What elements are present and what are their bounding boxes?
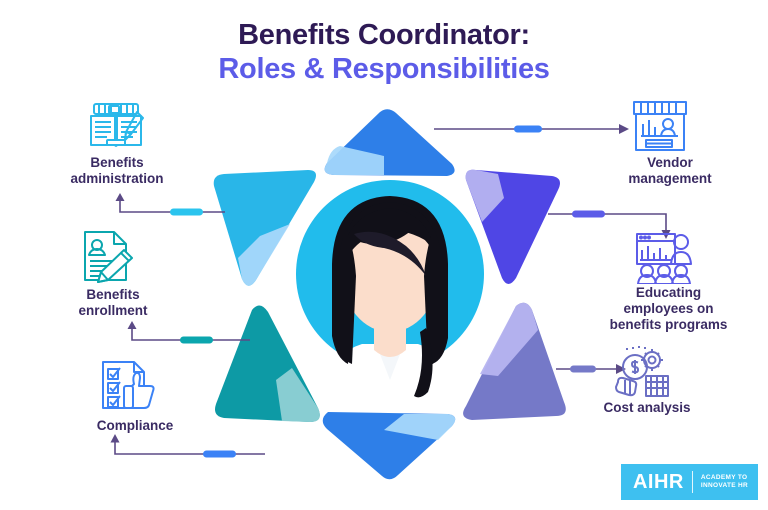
checklist-thumbs-up-icon [102,361,155,409]
label-line: Cost analysis [603,400,691,415]
aihr-logo[interactable]: AIHR ACADEMY TO INNOVATE HR [620,464,758,500]
compliance-icon-wrap [98,358,160,419]
triangle-lower-left [215,305,320,422]
label-line: enrollment [78,303,148,318]
connector-benefits-administration [115,193,225,216]
title-line-2: Roles & Responsibilities [218,53,550,85]
cost-analysis-label: Cost analysis [582,400,712,416]
logo-tagline: ACADEMY TO INNOVATE HR [701,474,748,491]
logo-wordmark: AIHR [632,471,684,493]
money-gear-coins-icon [615,346,669,397]
label-line: Educating [635,285,702,300]
avatar [284,168,496,403]
storefront-icon [633,101,687,151]
logo-tagline-line-2: INNOVATE HR [700,482,748,489]
compliance-label: Compliance [70,418,200,434]
educating-employees-icon-wrap [633,230,695,289]
label-line: Vendor [647,155,693,170]
benefits-administration-label: Benefits administration [42,155,192,187]
connector-benefits-enrollment [127,321,250,344]
benefits-administration-icon-wrap [85,100,147,157]
page-title: Benefits Coordinator: Roles & Responsibi… [0,18,768,86]
connector-compliance [110,434,265,458]
vendor-management-icon-wrap [632,98,688,157]
label-line: Benefits [86,287,140,302]
label-line: employees on [623,301,714,316]
triangle-bottom [322,412,456,480]
label-line: Benefits [90,155,144,170]
connector-vendor-management [434,124,629,134]
open-book-binder-icon [90,103,144,147]
cost-analysis-icon-wrap [612,344,672,403]
logo-divider [691,471,693,493]
label-line: benefits programs [609,317,728,332]
title-line-1: Benefits Coordinator: [238,19,530,51]
triangle-lower-right [463,302,566,420]
triangle-upper-right [465,169,560,284]
triangle-top [324,109,455,176]
triangle-upper-left [213,170,316,286]
benefits-enrollment-icon-wrap [80,228,136,289]
benefits-enrollment-label: Benefits enrollment [48,287,178,319]
vendor-management-label: Vendor management [600,155,740,187]
logo-tagline-line-1: ACADEMY TO [700,473,748,481]
educating-employees-label: Educating employees on benefits programs [586,285,751,333]
connector-cost-analysis [556,364,626,374]
document-pencil-icon [84,231,133,283]
label-line: Compliance [96,418,174,433]
label-line: administration [70,171,164,186]
label-line: management [628,171,712,186]
presentation-audience-icon [636,233,692,285]
